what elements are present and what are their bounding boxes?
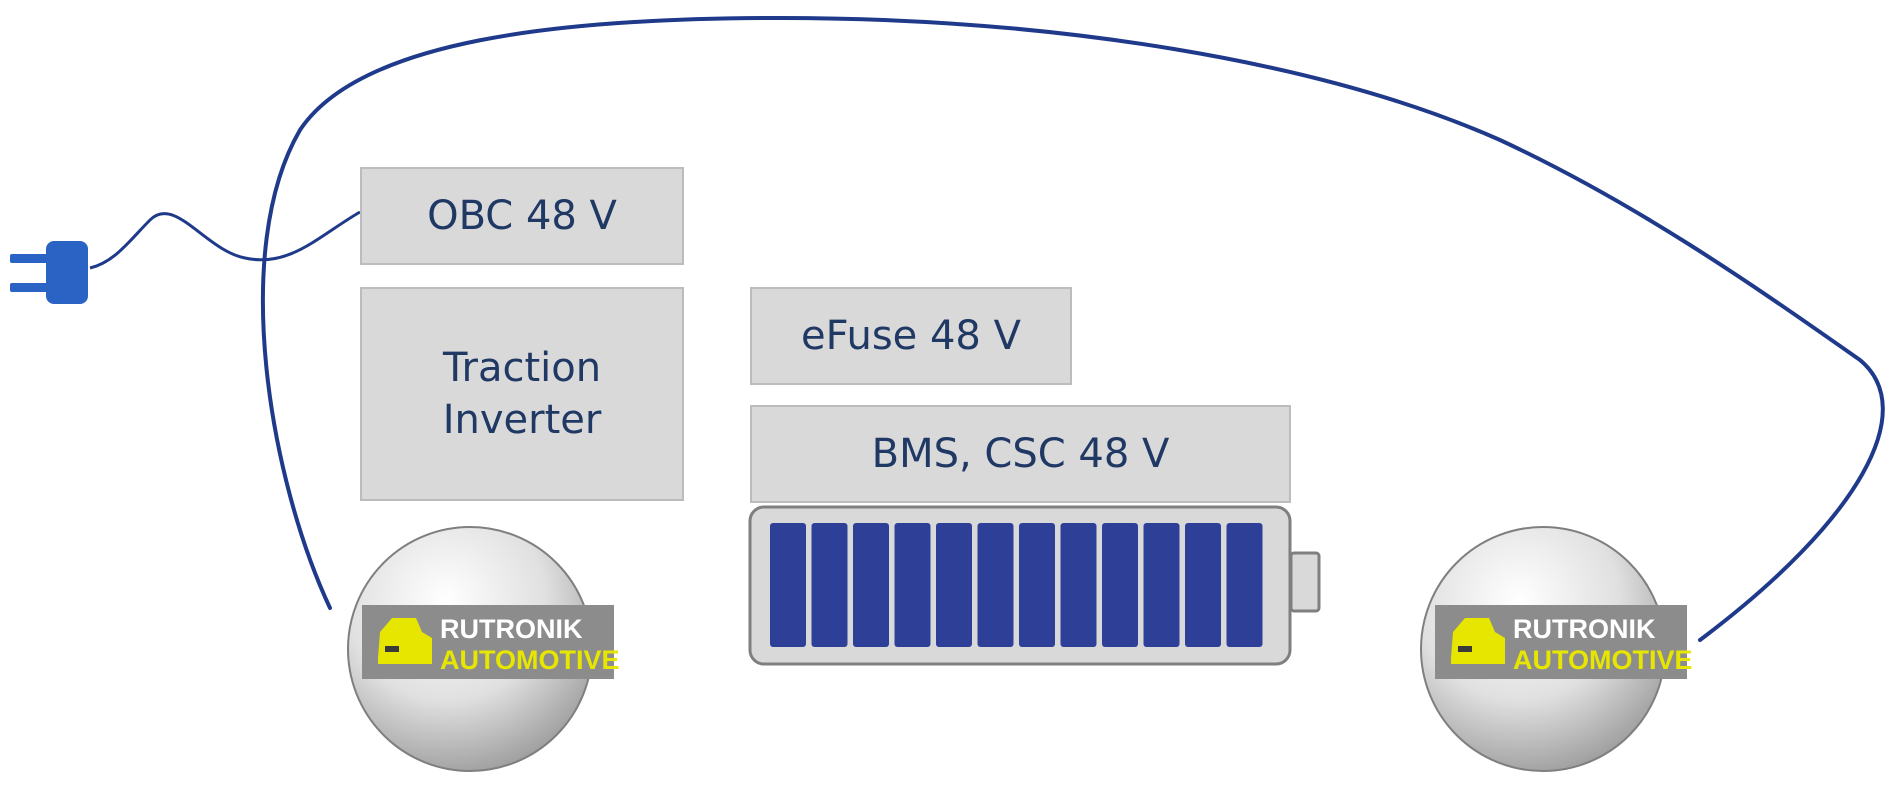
battery-pack: [748, 505, 1321, 666]
battery-cell: [853, 523, 889, 647]
car-logo-icon: [1451, 618, 1505, 664]
car-outline: [260, 15, 1885, 642]
charging-cable: [89, 210, 361, 270]
efuse-label: eFuse 48 V: [801, 313, 1021, 359]
rutronik-logo: RUTRONIK AUTOMOTIVE: [362, 605, 620, 679]
battery-cell: [894, 523, 931, 647]
traction-inverter-label: Traction Inverter: [442, 345, 602, 443]
battery-cell: [977, 523, 1014, 647]
battery-cell: [936, 523, 972, 647]
battery-cell: [1143, 523, 1180, 647]
battery-cell: [1019, 523, 1055, 647]
battery-cell: [1060, 523, 1097, 647]
rutronik-logo: RUTRONIK AUTOMOTIVE: [1435, 605, 1693, 679]
plug-icon: [10, 241, 88, 304]
logo-line1: RUTRONIK: [1513, 614, 1656, 644]
logo-line2: AUTOMOTIVE: [440, 645, 620, 675]
bms-label: BMS, CSC 48 V: [871, 431, 1170, 477]
logo-line1: RUTRONIK: [440, 614, 583, 644]
efuse-block: eFuse 48 V: [750, 287, 1072, 385]
car-logo-icon: [378, 618, 432, 664]
battery-cell: [1185, 523, 1221, 647]
logo-line2: AUTOMOTIVE: [1513, 645, 1693, 675]
battery-cell: [811, 523, 848, 647]
bms-block: BMS, CSC 48 V: [750, 405, 1291, 503]
battery-cell: [1226, 523, 1263, 647]
battery-cell: [1102, 523, 1138, 647]
wheel-right: RUTRONIK AUTOMOTIVE: [1420, 526, 1693, 772]
obc-block: OBC 48 V: [360, 167, 684, 265]
wheel-left: RUTRONIK AUTOMOTIVE: [347, 526, 620, 772]
traction-inverter-block: Traction Inverter: [360, 287, 684, 501]
battery-cell: [770, 523, 806, 647]
obc-label: OBC 48 V: [427, 193, 617, 239]
